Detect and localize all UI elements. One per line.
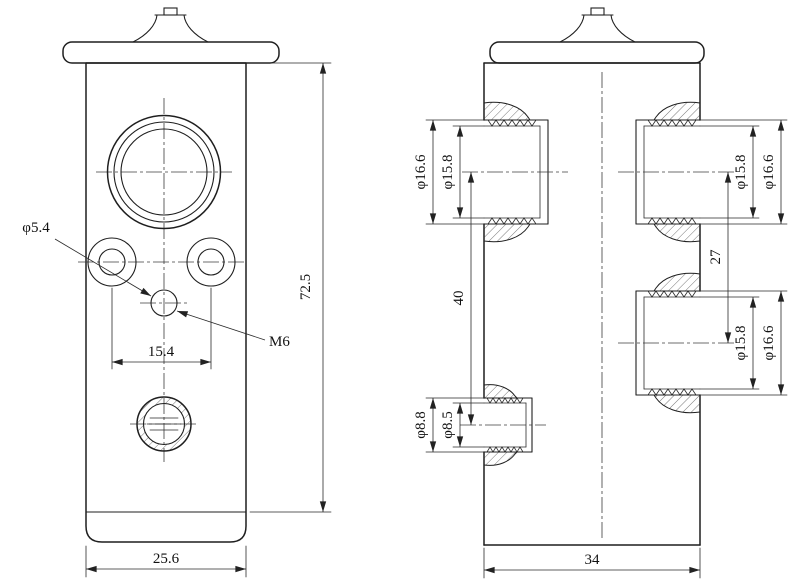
dim-label-height: 72.5 bbox=[298, 274, 314, 300]
dim-label-right-port-spacing: 27 bbox=[708, 249, 724, 265]
side-port-bottom-right bbox=[618, 272, 737, 414]
dim-label-width: 25.6 bbox=[153, 551, 180, 567]
dim-side-depth: 34 bbox=[483, 547, 701, 579]
side-view: φ16.6 φ15.8 40 φ8.8 φ8.5 27 bbox=[413, 7, 788, 579]
dim-side-bl-outer: φ8.8 bbox=[413, 397, 485, 453]
dim-label-depth: 34 bbox=[585, 552, 601, 568]
side-port-bottom-left bbox=[460, 384, 546, 466]
dim-side-br-inner: φ15.8 bbox=[699, 296, 760, 390]
dim-label-br-outer: φ16.6 bbox=[761, 325, 777, 360]
dim-side-right-port-spacing: 27 bbox=[708, 172, 732, 343]
front-body-outline bbox=[85, 62, 247, 543]
dim-side-tr-outer: φ16.6 bbox=[699, 119, 788, 225]
dim-label-bl-outer: φ8.8 bbox=[413, 411, 429, 438]
dim-side-br-outer: φ16.6 bbox=[699, 290, 788, 396]
dim-label-tr-outer: φ16.6 bbox=[761, 154, 777, 189]
dim-side-left-port-spacing: 40 bbox=[451, 172, 475, 425]
side-diaphragm-cap bbox=[489, 41, 705, 64]
side-port-top-right bbox=[618, 101, 737, 243]
front-top-stem bbox=[132, 7, 209, 43]
dim-front-hole-spacing: 15.4 bbox=[111, 287, 212, 370]
front-adjust-screw bbox=[136, 396, 192, 452]
dim-label-tr-inner: φ15.8 bbox=[733, 155, 749, 190]
side-body-outline bbox=[483, 62, 701, 546]
dim-front-hole-dia: φ5.4 bbox=[22, 220, 152, 297]
dim-front-thread: M6 bbox=[176, 310, 290, 350]
side-top-stem bbox=[559, 7, 636, 43]
side-port-top-left bbox=[462, 101, 568, 243]
front-mounting-hole-right bbox=[186, 237, 236, 287]
front-view: φ5.4 M6 15.4 72.5 25.6 bbox=[22, 7, 332, 578]
front-thread-hole-m6 bbox=[150, 289, 178, 317]
dim-label-hole-dia: φ5.4 bbox=[22, 220, 50, 236]
front-mounting-hole-left bbox=[87, 237, 137, 287]
dim-side-tl-outer: φ16.6 bbox=[413, 119, 485, 225]
dim-side-tr-inner: φ15.8 bbox=[699, 125, 760, 219]
dim-label-left-port-spacing: 40 bbox=[451, 291, 467, 306]
dim-label-tl-inner: φ15.8 bbox=[440, 155, 456, 190]
dim-label-hole-spacing: 15.4 bbox=[148, 344, 175, 360]
front-main-port-circle bbox=[106, 114, 222, 230]
dim-front-width: 25.6 bbox=[85, 545, 247, 578]
dim-label-br-inner: φ15.8 bbox=[733, 326, 749, 361]
dim-label-thread: M6 bbox=[269, 334, 290, 350]
front-diaphragm-cap bbox=[62, 41, 280, 64]
dim-side-tl-inner: φ15.8 bbox=[440, 125, 485, 219]
front-centerlines bbox=[78, 98, 246, 462]
dim-label-bl-inner: φ8.5 bbox=[440, 411, 456, 438]
dim-front-height: 72.5 bbox=[249, 62, 332, 513]
dim-side-bl-inner: φ8.5 bbox=[440, 402, 485, 448]
dim-label-tl-outer: φ16.6 bbox=[413, 154, 429, 189]
